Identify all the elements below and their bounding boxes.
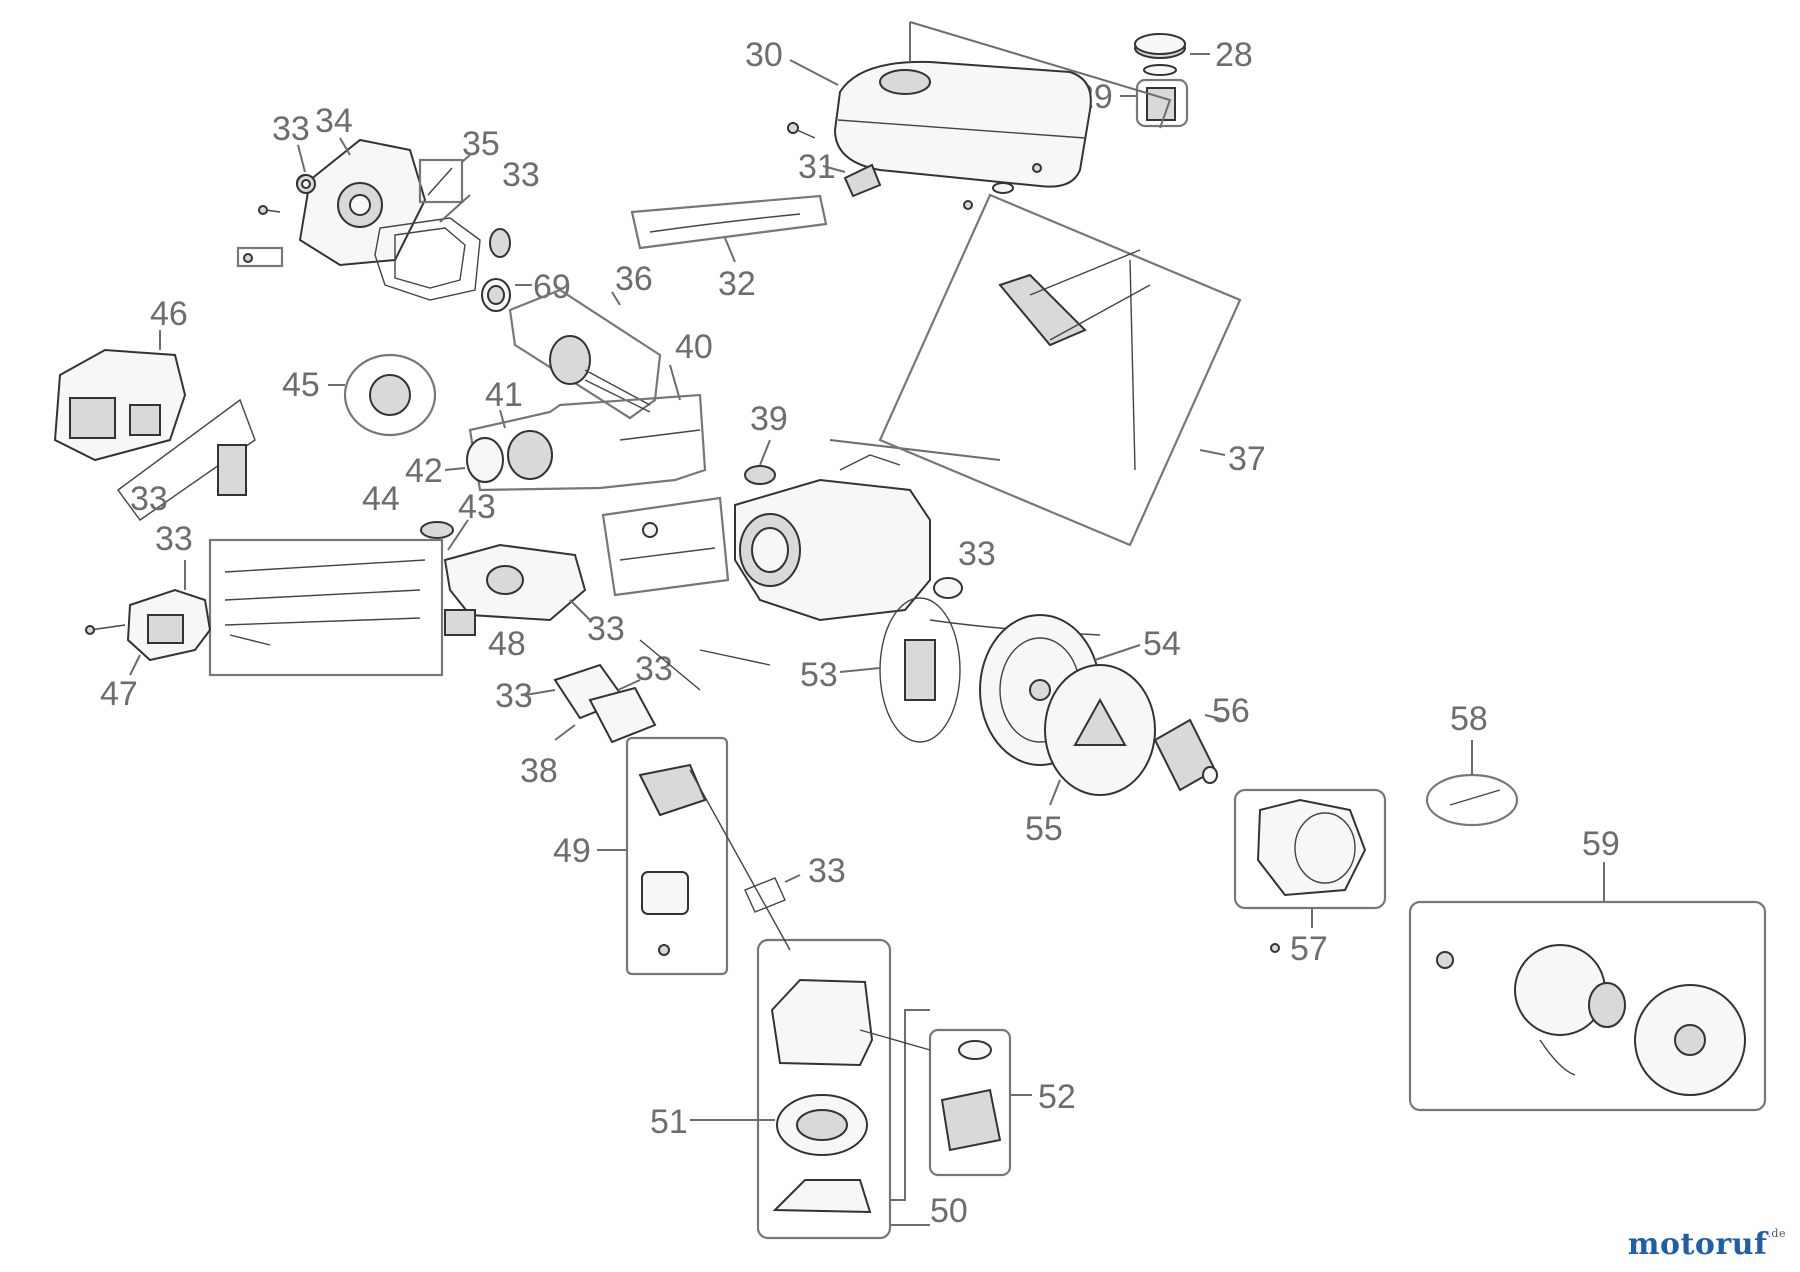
part-label-53: 53	[800, 656, 838, 694]
part-30-fuel-tank	[833, 21, 1172, 188]
part-label-55: 55	[1025, 810, 1063, 848]
part-33-left-gasket	[117, 398, 256, 521]
part-label-28: 28	[1215, 36, 1253, 74]
part-44-washer	[420, 521, 454, 539]
part-30-leader	[789, 59, 839, 86]
valve-train-box	[208, 538, 444, 677]
part-label-38: 38	[520, 752, 558, 790]
part-label-51: 51	[650, 1103, 688, 1141]
part-45-part	[343, 353, 437, 437]
motoruf-logo: motoruf.de	[1628, 1227, 1786, 1262]
part-33-seal-top	[296, 174, 316, 194]
part-58-lever	[1425, 773, 1519, 827]
part-37-governor-panel	[878, 193, 1242, 547]
part-69-bearing	[481, 228, 511, 312]
part-label-33-muffler: 33	[155, 520, 193, 558]
part-label-45: 45	[282, 366, 320, 404]
part-36-crankshaft	[508, 288, 662, 420]
part-label-33-carb-upper: 33	[635, 650, 673, 688]
part-label-44: 44	[362, 480, 400, 518]
connector-lines	[639, 639, 931, 1051]
cylinder-head	[443, 543, 587, 622]
part-label-59: 59	[1582, 825, 1620, 863]
part-label-37: 37	[1228, 440, 1266, 478]
engine-block	[734, 439, 1001, 622]
part-label-43: 43	[458, 488, 496, 526]
part-49-carburetor-box	[625, 736, 729, 976]
part-59-recoil-starter	[1408, 900, 1767, 1112]
part-label-33-left: 33	[130, 480, 168, 518]
part-label-47: 47	[100, 675, 138, 713]
part-label-30: 30	[745, 36, 783, 74]
part-label-33-crankcase-seal: 33	[272, 110, 310, 148]
part-label-48: 48	[488, 625, 526, 663]
part-label-52: 52	[1038, 1078, 1076, 1116]
part-label-32: 32	[718, 265, 756, 303]
part-label-49: 49	[553, 832, 591, 870]
part-56-starter-cup	[1153, 718, 1218, 792]
part-34-crankcase-cover	[296, 138, 427, 267]
part-46-cylinder-shroud	[53, 348, 187, 462]
part-label-33-head: 33	[587, 610, 625, 648]
part-55-fan	[1044, 664, 1156, 796]
part-39-gasket	[744, 465, 776, 485]
part-label-56: 56	[1212, 692, 1250, 730]
part-31-bracket	[843, 163, 882, 198]
part-label-33-carb-left: 33	[495, 677, 533, 715]
part-label-42: 42	[405, 452, 443, 490]
part-label-41: 41	[485, 376, 523, 414]
part-32-fuel-line-panel	[630, 194, 828, 250]
part-33-gasket	[374, 217, 481, 301]
tank-screws	[787, 122, 1042, 210]
part-label-33-filter: 33	[808, 852, 846, 890]
part-label-40: 40	[675, 328, 713, 366]
part-57-blower-housing	[1233, 788, 1387, 928]
part-label-33-gasket: 33	[502, 156, 540, 194]
logo-main: motoruf	[1627, 1227, 1768, 1262]
part-label-50: 50	[930, 1192, 968, 1230]
part-label-36: 36	[615, 260, 653, 298]
part-label-54: 54	[1143, 625, 1181, 663]
part-40-41-42-piston-assembly	[466, 393, 707, 492]
part-label-39: 39	[750, 400, 788, 438]
part-28-fuel-cap	[1134, 33, 1189, 128]
part-33-block-ring	[933, 577, 963, 599]
part-label-58: 58	[1450, 700, 1488, 738]
part-50-air-cleaner-box	[756, 938, 892, 1240]
logo-suffix: .de	[1767, 1227, 1786, 1240]
part-label-46: 46	[150, 295, 188, 333]
part-48-gasket	[444, 609, 476, 636]
part-label-35: 35	[462, 125, 500, 163]
part-52-filter-base	[928, 1028, 1012, 1177]
part-label-69: 69	[533, 268, 571, 306]
part-label-57: 57	[1290, 930, 1328, 968]
part-label-31: 31	[798, 148, 836, 186]
part-label-34: 34	[315, 102, 353, 140]
part-35-bolt	[236, 158, 464, 268]
valve-detail-box	[601, 496, 730, 597]
part-47-muffler	[85, 588, 212, 662]
part-label-33-block: 33	[958, 535, 996, 573]
part-28-leader	[1120, 53, 1210, 97]
part-33-filter-gasket	[744, 877, 786, 913]
part-38-insulator	[553, 663, 657, 744]
